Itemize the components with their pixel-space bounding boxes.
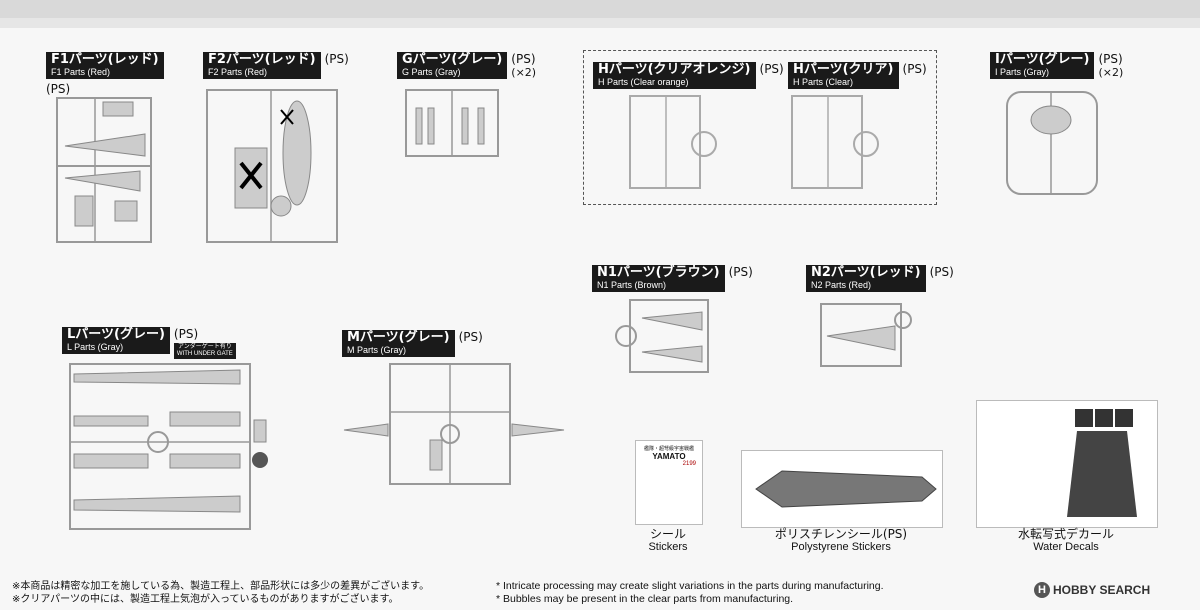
label-f1: F1パーツ(レッド)F1 Parts (Red) (46, 52, 164, 79)
l-ps: (PS) (173, 327, 199, 341)
f1-en: F1 Parts (Red) (51, 67, 111, 77)
m-en: M Parts (Gray) (347, 345, 407, 355)
label-f2: F2パーツ(レッド)F2 Parts (Red) (PS) (203, 52, 349, 79)
sprue-h1 (629, 95, 717, 189)
i-ps: (PS) (1098, 52, 1123, 66)
sprue-m (343, 363, 565, 485)
label-i: Iパーツ(グレー)I Parts (Gray) (PS)(×2) (990, 52, 1123, 79)
sprue-n1 (615, 299, 709, 373)
tag-h2: Hパーツ(クリア)H Parts (Clear) (788, 62, 899, 89)
tag-n2: N2パーツ(レッド)N2 Parts (Red) (806, 265, 926, 292)
h2-jp: Hパーツ(クリア) (793, 62, 894, 77)
sprue-g (405, 89, 499, 157)
h2-en: H Parts (Clear) (793, 77, 854, 87)
f2-en: F2 Parts (Red) (208, 67, 268, 77)
n2-en: N2 Parts (Red) (811, 280, 872, 290)
m-ps: (PS) (458, 330, 483, 344)
top-strip (0, 0, 1200, 18)
h2-ps: (PS) (902, 62, 927, 76)
notes-jp: ※本商品は精密な加工を施している為、製造工程上、部品形状には多少の差異がございま… (12, 580, 429, 606)
tag-f1: F1パーツ(レッド)F1 Parts (Red) (46, 52, 164, 79)
caption-poly: ポリスチレンシール(PS) Polystyrene Stickers (741, 528, 941, 554)
n1-en: N1 Parts (Brown) (597, 280, 667, 290)
tag-n1: N1パーツ(ブラウン)N1 Parts (Brown) (592, 265, 725, 292)
f1-jp: F1パーツ(レッド) (51, 52, 159, 67)
sticker-line3: 2199 (682, 461, 696, 467)
f1-ps: (PS) (46, 82, 71, 96)
n1-ps: (PS) (728, 265, 753, 279)
top-strip-2 (0, 18, 1200, 28)
hobby-search-watermark: H HOBBY SEARCH (1034, 582, 1150, 598)
n1-jp: N1パーツ(ブラウン) (597, 265, 720, 280)
caption-stickers-jp: シール (649, 527, 686, 541)
caption-decals-jp: 水転写式デカール (1017, 527, 1114, 541)
l-gate-en: WITH UNDER GATE (176, 351, 233, 357)
caption-stickers: シール Stickers (620, 528, 716, 554)
sprue-l (69, 363, 268, 530)
f2-jp: F2パーツ(レッド) (208, 52, 316, 67)
l-gate-jp: アンダーゲート有り (177, 344, 232, 350)
g-mult: (×2) (511, 66, 537, 79)
f2-ps: (PS) (324, 52, 349, 66)
label-g: Gパーツ(グレー)G Parts (Gray) (PS)(×2) (397, 52, 536, 79)
decals-art (1067, 409, 1137, 517)
notes-en: * Intricate processing may create slight… (496, 580, 884, 606)
g-ps: (PS) (511, 52, 536, 66)
h1-en: H Parts (Clear orange) (598, 77, 689, 87)
tag-m: Mパーツ(グレー)M Parts (Gray) (342, 330, 455, 357)
tag-g: Gパーツ(グレー)G Parts (Gray) (397, 52, 508, 79)
sprue-n2 (820, 303, 912, 367)
caption-stickers-en: Stickers (648, 541, 688, 553)
note-jp-2: ※クリアパーツの中には、製造工程上気泡が入っているものがありますがございます。 (12, 594, 399, 605)
note-en-2: * Bubbles may be present in the clear pa… (496, 593, 794, 605)
label-h2: Hパーツ(クリア)H Parts (Clear) (PS) (788, 62, 927, 89)
caption-decals: 水転写式デカール Water Decals (976, 528, 1156, 554)
sprue-h2 (791, 95, 879, 189)
tag-l: Lパーツ(グレー)L Parts (Gray) (62, 327, 170, 354)
i-jp: Iパーツ(グレー) (995, 52, 1090, 67)
note-jp-1: ※本商品は精密な加工を施している為、製造工程上、部品形状には多少の差異がございま… (12, 581, 430, 592)
g-jp: Gパーツ(グレー) (402, 52, 503, 67)
label-n1: N1パーツ(ブラウン)N1 Parts (Brown) (PS) (592, 265, 753, 292)
sprue-f2 (206, 89, 338, 243)
polystyrene-ship (755, 470, 937, 508)
sprue-f1 (56, 97, 152, 243)
m-jp: Mパーツ(グレー) (347, 330, 450, 345)
stickers-sheet: 艦隊・超弩級宇宙戦艦 YAMATO 2199 (635, 440, 703, 525)
caption-poly-en: Polystyrene Stickers (791, 541, 891, 553)
tag-f2: F2パーツ(レッド)F2 Parts (Red) (203, 52, 321, 79)
h1-jp: Hパーツ(クリアオレンジ) (598, 62, 751, 77)
sprue-i (1006, 91, 1098, 195)
label-m: Mパーツ(グレー)M Parts (Gray) (PS) (342, 330, 483, 357)
g-en: G Parts (Gray) (402, 67, 461, 77)
hobby-search-name: HOBBY SEARCH (1053, 583, 1151, 597)
label-h1: Hパーツ(クリアオレンジ)H Parts (Clear orange) (PS) (593, 62, 784, 89)
polystyrene-sheet (741, 450, 943, 528)
l-en: L Parts (Gray) (67, 342, 124, 352)
decals-sheet (976, 400, 1158, 528)
label-n2: N2パーツ(レッド)N2 Parts (Red) (PS) (806, 265, 954, 292)
n2-jp: N2パーツ(レッド) (811, 265, 921, 280)
hobby-search-logo-icon: H (1034, 582, 1050, 598)
tag-i: Iパーツ(グレー)I Parts (Gray) (990, 52, 1095, 79)
n2-ps: (PS) (929, 265, 954, 279)
caption-poly-jp: ポリスチレンシール(PS) (774, 527, 908, 541)
note-en-1: * Intricate processing may create slight… (496, 580, 884, 592)
h1-ps: (PS) (759, 62, 784, 76)
sticker-line1: 艦隊・超弩級宇宙戦艦 (643, 446, 694, 452)
sticker-line2: YAMATO (652, 452, 686, 461)
i-mult: (×2) (1098, 66, 1124, 79)
h-parts-box (583, 50, 937, 205)
l-jp: Lパーツ(グレー) (67, 327, 165, 342)
caption-decals-en: Water Decals (1033, 541, 1099, 553)
tag-h1: Hパーツ(クリアオレンジ)H Parts (Clear orange) (593, 62, 756, 89)
i-en: I Parts (Gray) (995, 67, 1050, 77)
